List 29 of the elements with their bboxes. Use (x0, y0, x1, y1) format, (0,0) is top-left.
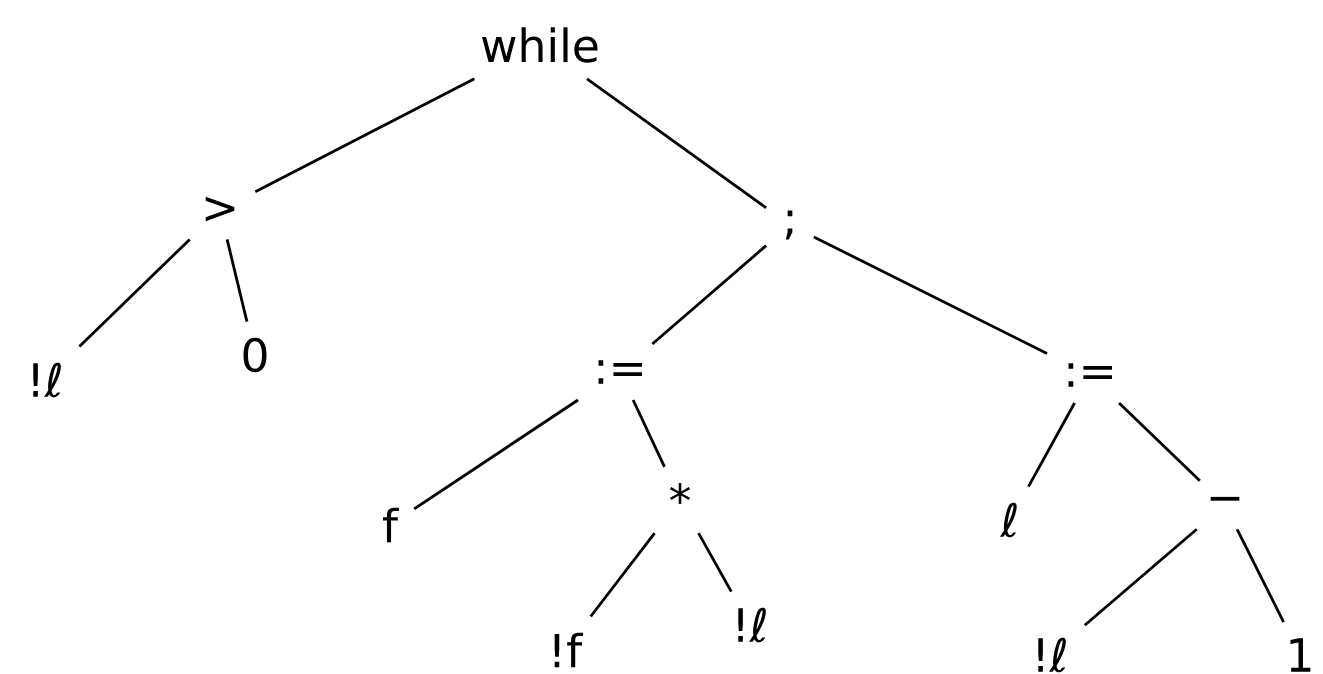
tree-node-label: := (1068, 363, 1112, 387)
tree-node-label: 0 (243, 337, 267, 373)
tree-node-label: ℓ (999, 502, 1017, 538)
tree-node-label: f (383, 507, 399, 543)
tree-edge (1083, 528, 1198, 627)
tree-node-label: ; (785, 210, 793, 240)
tree-node-label: !ℓ (1038, 637, 1066, 673)
tree-edge (254, 77, 476, 194)
tree-edge (813, 235, 1048, 355)
tree-node-label: !ℓ (738, 607, 766, 643)
tree-edge (1235, 528, 1285, 623)
tree-node-label: > (205, 196, 235, 222)
tree-edge (697, 532, 733, 593)
tree-edge (413, 398, 579, 511)
tree-edge (631, 399, 666, 468)
tree-node-label: − (1210, 496, 1240, 501)
tree-edge (1027, 402, 1076, 488)
tree-node-label: := (598, 360, 642, 384)
tree-node-label: 1 (1290, 638, 1311, 672)
tree-edge (78, 238, 191, 348)
tree-edge (1118, 401, 1201, 482)
tree-edge (589, 532, 656, 618)
tree-node-label: * (669, 483, 691, 504)
tree-edge (586, 77, 767, 209)
tree-node-label: while (482, 27, 598, 63)
tree-edge (651, 244, 768, 346)
tree-edge (225, 239, 249, 322)
tree-node-label: !ℓ (33, 362, 61, 398)
tree-node-label: !f (554, 632, 584, 668)
